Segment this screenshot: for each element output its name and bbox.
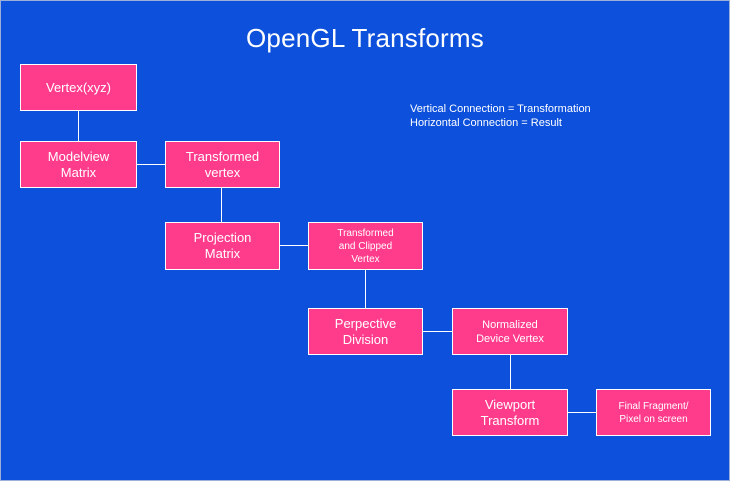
node-vertex-xyz: Vertex(xyz) (20, 64, 137, 111)
node-modelview-matrix: Modelview Matrix (20, 141, 137, 188)
node-projection-matrix: Projection Matrix (165, 222, 280, 270)
node-normalized-device-vertex: Normalized Device Vertex (452, 308, 568, 355)
node-transformed-clipped-vertex: Transformed and Clipped Vertex (308, 222, 423, 270)
legend-horizontal-connection: Horizontal Connection = Result (410, 117, 562, 129)
node-transformed-vertex: Transformed vertex (165, 141, 280, 188)
node-perspective-division: Perpective Division (308, 308, 423, 355)
diagram-title: OpenGL Transforms (246, 23, 484, 53)
node-final-fragment: Final Fragment/ Pixel on screen (596, 389, 711, 436)
legend: Vertical Connection = Transformation Hor… (410, 102, 591, 130)
legend-vertical-connection: Vertical Connection = Transformation (410, 103, 591, 115)
node-viewport-transform: Viewport Transform (452, 389, 568, 436)
